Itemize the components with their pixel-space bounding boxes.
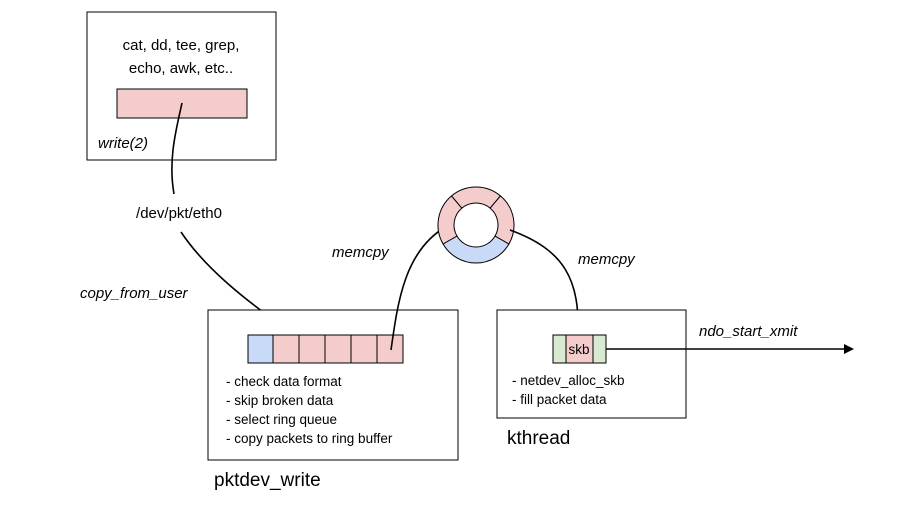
ring-slot-head [247,334,274,364]
write-syscall-edge [171,102,183,195]
skb-headroom [552,334,567,364]
userspace-box: cat, dd, tee, grep, echo, awk, etc.. wri… [86,11,277,161]
skb-tailroom [592,334,607,364]
skb-label: skb [568,342,589,357]
memcpy-out-label: memcpy [578,251,636,268]
memcpy-in-label: memcpy [332,244,390,261]
kthread-step: - fill packet data [512,392,607,407]
skb-data [565,334,594,364]
ring-slot [324,334,352,364]
kthread-title: kthread [507,428,570,449]
userspace-box-frame [86,11,277,161]
ring-slot [272,334,300,364]
kthread-step: - netdev_alloc_skb [512,373,625,388]
memcpy-in-edge [390,225,449,351]
copy-from-user-label: copy_from_user [80,285,189,302]
ndo-start-xmit-label: ndo_start_xmit [699,323,798,340]
ring-buffer [437,186,515,264]
device-path-label: /dev/pkt/eth0 [136,205,222,222]
ring-slot [376,334,404,364]
ring-buffer-segment [489,195,515,245]
ring-slot [350,334,378,364]
kthread-frame [496,309,687,419]
pktdev-write-title: pktdev_write [214,470,321,491]
userspace-tools-line1: cat, dd, tee, grep, [123,37,240,54]
pktdev-step: - copy packets to ring buffer [226,431,393,446]
ring-buffer-segment [442,235,510,264]
kthread-box: skb - netdev_alloc_skb - fill packet dat… [496,309,687,419]
pktdev-step: - check data format [226,374,342,389]
pktdev-step: - select ring queue [226,412,337,427]
userspace-tools-line2: echo, awk, etc.. [129,60,233,77]
pktdev-write-box: - check data format - skip broken data -… [207,309,459,461]
write-syscall-label: write(2) [98,135,148,152]
ring-slot [298,334,326,364]
pktdev-step: - skip broken data [226,393,334,408]
